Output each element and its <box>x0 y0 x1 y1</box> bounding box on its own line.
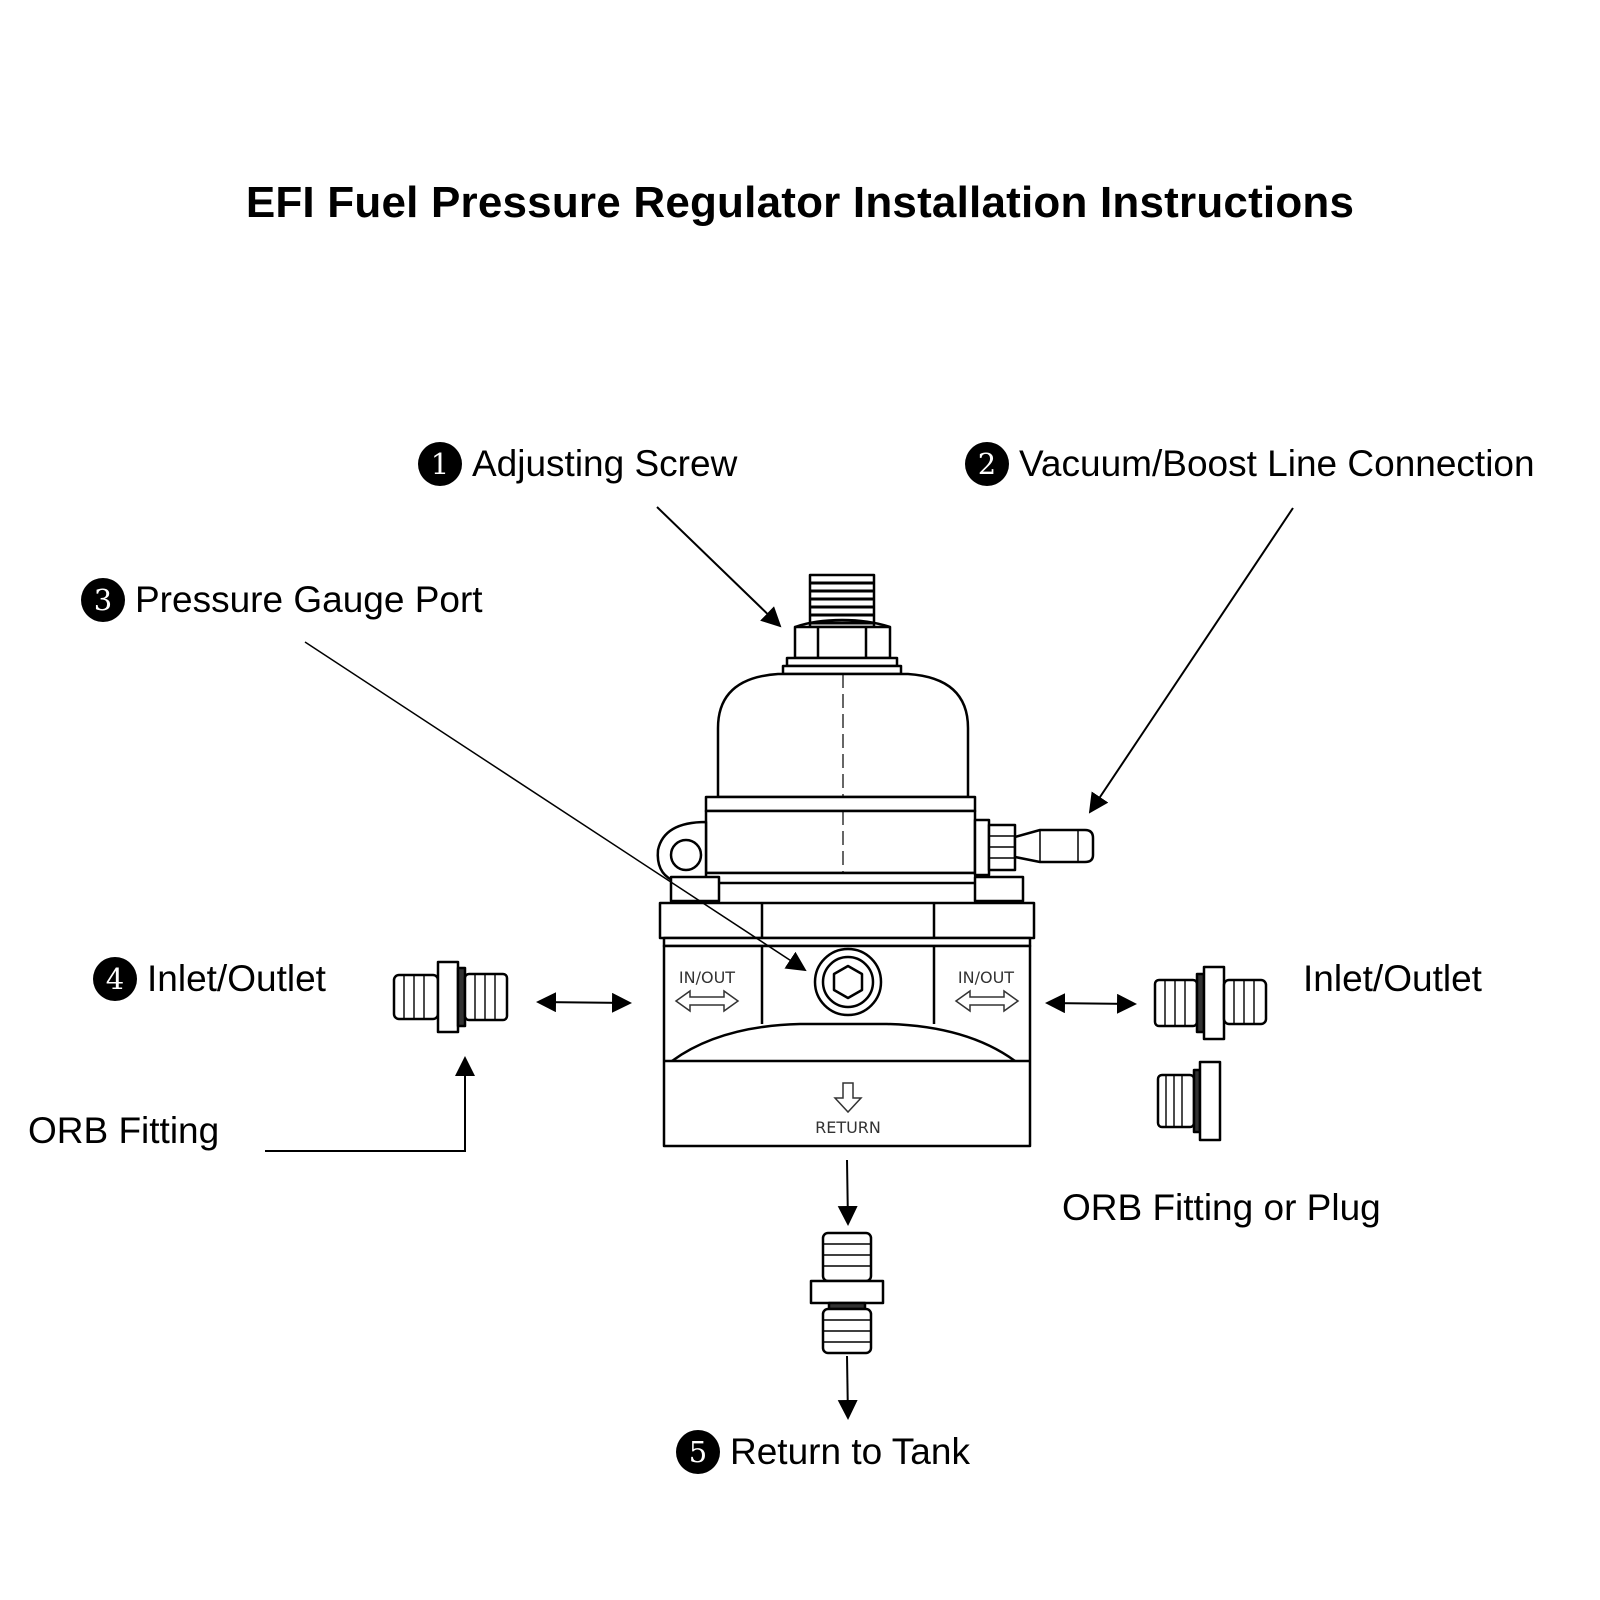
double-arrow-icon <box>954 989 1020 1013</box>
double-arrow-icon <box>674 989 740 1013</box>
regulator-cap <box>698 672 983 885</box>
return-marking: RETURN <box>815 1082 881 1137</box>
number-badge: 1 <box>418 442 462 486</box>
in-out-marking-right: IN/OUT <box>954 968 1020 1013</box>
leader-orb-fitting <box>265 1056 475 1152</box>
leader-adjusting-screw <box>656 506 782 628</box>
number-badge: 2 <box>965 442 1009 486</box>
in-out-label-right: IN/OUT <box>958 968 1014 987</box>
orb-fitting-left <box>392 960 509 1034</box>
mounting-ear <box>656 820 708 882</box>
callout-label: Vacuum/Boost Line Connection <box>1019 443 1535 484</box>
callout-inlet-outlet: 4 Inlet/Outlet <box>93 957 326 1001</box>
in-out-label-left: IN/OUT <box>679 968 735 987</box>
screw-boss-right <box>973 875 1025 903</box>
number-badge: 3 <box>81 578 125 622</box>
page-title: EFI Fuel Pressure Regulator Installation… <box>245 178 1355 227</box>
callout-adjusting-screw: 1 Adjusting Screw <box>418 442 737 486</box>
number-badge: 5 <box>676 1430 720 1474</box>
label-inlet-outlet-right: Inlet/Outlet <box>1303 958 1482 999</box>
down-arrow-icon <box>833 1082 863 1114</box>
arrow-icon <box>837 1355 858 1420</box>
arrow-icon <box>1045 993 1137 1014</box>
in-out-marking-left: IN/OUT <box>674 968 740 1013</box>
regulator-body <box>658 901 1036 1148</box>
label-orb-fitting-or-plug: ORB Fitting or Plug <box>1062 1187 1381 1228</box>
label-orb-fitting: ORB Fitting <box>28 1110 220 1151</box>
vacuum-boost-nipple <box>973 818 1095 877</box>
adjusting-screw <box>781 573 903 676</box>
callout-label: Adjusting Screw <box>472 443 738 484</box>
callout-pressure-gauge: 3 Pressure Gauge Port <box>81 578 483 622</box>
number-badge: 4 <box>93 957 137 1001</box>
orb-fitting-right <box>1153 965 1268 1041</box>
callout-label: Pressure Gauge Port <box>135 579 483 620</box>
orb-plug <box>1156 1060 1222 1142</box>
arrow-icon <box>837 1159 858 1226</box>
callout-label: Inlet/Outlet <box>147 958 326 999</box>
leader-vacuum-boost <box>1088 507 1294 814</box>
leader-pressure-gauge <box>304 641 807 972</box>
return-fitting <box>809 1231 885 1355</box>
arrow-icon <box>536 992 632 1013</box>
callout-label: Return to Tank <box>730 1431 970 1472</box>
callout-vacuum-boost: 2 Vacuum/Boost Line Connection <box>965 442 1535 486</box>
callout-return-to-tank: 5 Return to Tank <box>676 1430 970 1474</box>
pressure-gauge-port <box>813 947 883 1017</box>
return-label: RETURN <box>815 1118 881 1137</box>
